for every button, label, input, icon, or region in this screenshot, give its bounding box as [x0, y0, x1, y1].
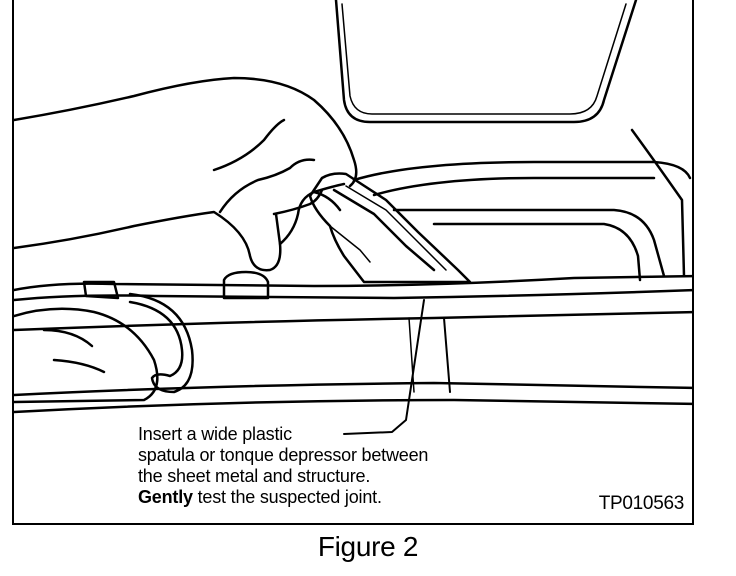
caption-line-3: the sheet metal and structure. — [138, 466, 371, 486]
upper-hand — [14, 76, 358, 272]
instruction-caption: Insert a wide plastic spatula or tonque … — [138, 424, 558, 508]
caption-line-4-rest: test the suspected joint. — [192, 487, 382, 507]
rail-clips — [82, 270, 270, 300]
caption-line-1: Insert a wide plastic — [138, 424, 292, 444]
weatherstrip-cable — [128, 292, 194, 394]
window-opening — [334, 0, 638, 124]
caption-emphasis: Gently — [138, 487, 193, 507]
caption-line-2: spatula or tonque depressor between — [138, 445, 429, 465]
plastic-spatula — [308, 172, 472, 284]
figure-frame: Insert a wide plastic spatula or tonque … — [12, 0, 694, 525]
lower-hand — [14, 307, 159, 404]
leader-line — [343, 299, 425, 435]
figure-code: TP010563 — [598, 493, 685, 514]
door-panel-contours — [352, 128, 692, 282]
figure-label: Figure 2 — [317, 531, 419, 562]
line-drawing-illustration — [14, 0, 692, 435]
structure-rail — [14, 274, 692, 414]
caption-line-4: Gently test the suspected joint. — [138, 487, 558, 508]
